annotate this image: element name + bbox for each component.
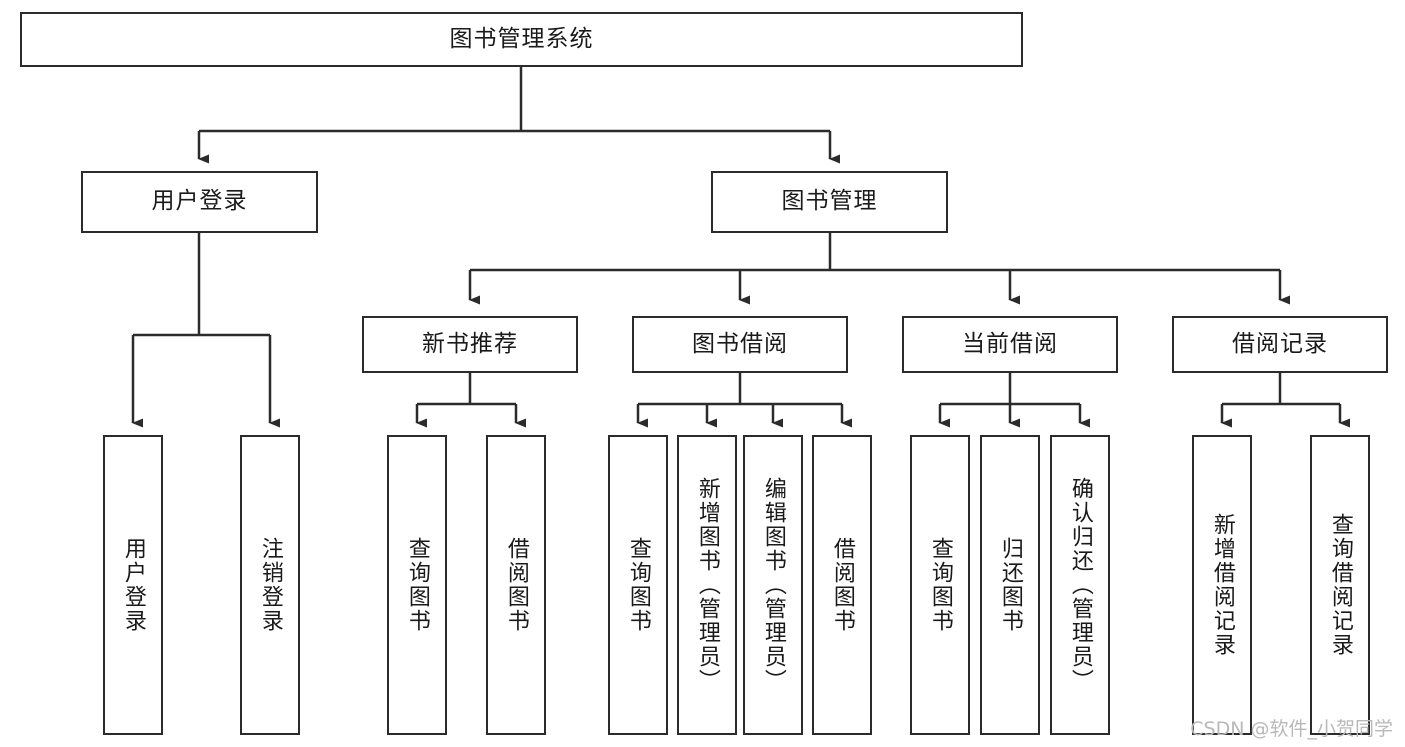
leaf-edit-book[interactable]: 编辑图书（管理员） — [743, 435, 803, 735]
leaf-query-book-current[interactable]: 查询图书 — [910, 435, 970, 735]
leaf-borrow-book-recommend[interactable]: 借阅图书 — [486, 435, 546, 735]
node-root[interactable]: 图书管理系统 — [20, 12, 1023, 67]
node-borrow-record-label: 借阅记录 — [1232, 330, 1328, 357]
leaf-user-login-label: 用户登录 — [120, 537, 146, 633]
leaf-confirm-return-label: 确认归还（管理员） — [1067, 477, 1093, 693]
node-book-borrow-label: 图书借阅 — [692, 330, 788, 357]
leaf-query-borrow-record-label: 查询借阅记录 — [1327, 513, 1353, 657]
node-new-book-recommend-label: 新书推荐 — [422, 330, 518, 357]
node-user-login-label: 用户登录 — [151, 188, 248, 215]
watermark-text: CSDN @软件_小贺同学 — [1190, 718, 1393, 740]
leaf-return-book-label: 归还图书 — [997, 537, 1023, 633]
leaf-query-book-recommend-label: 查询图书 — [404, 537, 430, 633]
leaf-user-login[interactable]: 用户登录 — [103, 435, 163, 735]
node-current-borrow[interactable]: 当前借阅 — [902, 316, 1118, 373]
leaf-query-borrow-record[interactable]: 查询借阅记录 — [1310, 435, 1370, 735]
leaf-borrow-book-recommend-label: 借阅图书 — [503, 537, 529, 633]
leaf-user-logout-label: 注销登录 — [257, 537, 283, 633]
leaf-add-borrow-record-label: 新增借阅记录 — [1209, 513, 1235, 657]
leaf-user-logout[interactable]: 注销登录 — [240, 435, 300, 735]
leaf-query-book-recommend[interactable]: 查询图书 — [387, 435, 447, 735]
leaf-return-book[interactable]: 归还图书 — [980, 435, 1040, 735]
leaf-query-book-current-label: 查询图书 — [927, 537, 953, 633]
leaf-add-borrow-record[interactable]: 新增借阅记录 — [1192, 435, 1252, 735]
leaf-edit-book-label: 编辑图书（管理员） — [760, 477, 786, 693]
leaf-add-book-label: 新增图书（管理员） — [694, 477, 720, 693]
leaf-query-book-borrow-label: 查询图书 — [625, 537, 651, 633]
node-book-manage[interactable]: 图书管理 — [711, 171, 948, 233]
node-current-borrow-label: 当前借阅 — [962, 330, 1058, 357]
node-book-borrow[interactable]: 图书借阅 — [632, 316, 848, 373]
node-book-manage-label: 图书管理 — [781, 188, 878, 215]
node-new-book-recommend[interactable]: 新书推荐 — [362, 316, 578, 373]
leaf-confirm-return[interactable]: 确认归还（管理员） — [1050, 435, 1110, 735]
leaf-borrow-book[interactable]: 借阅图书 — [812, 435, 872, 735]
leaf-query-book-borrow[interactable]: 查询图书 — [608, 435, 668, 735]
node-user-login[interactable]: 用户登录 — [81, 171, 318, 233]
node-root-label: 图书管理系统 — [449, 25, 594, 52]
node-borrow-record[interactable]: 借阅记录 — [1172, 316, 1388, 373]
leaf-add-book[interactable]: 新增图书（管理员） — [677, 435, 737, 735]
leaf-borrow-book-label: 借阅图书 — [829, 537, 855, 633]
